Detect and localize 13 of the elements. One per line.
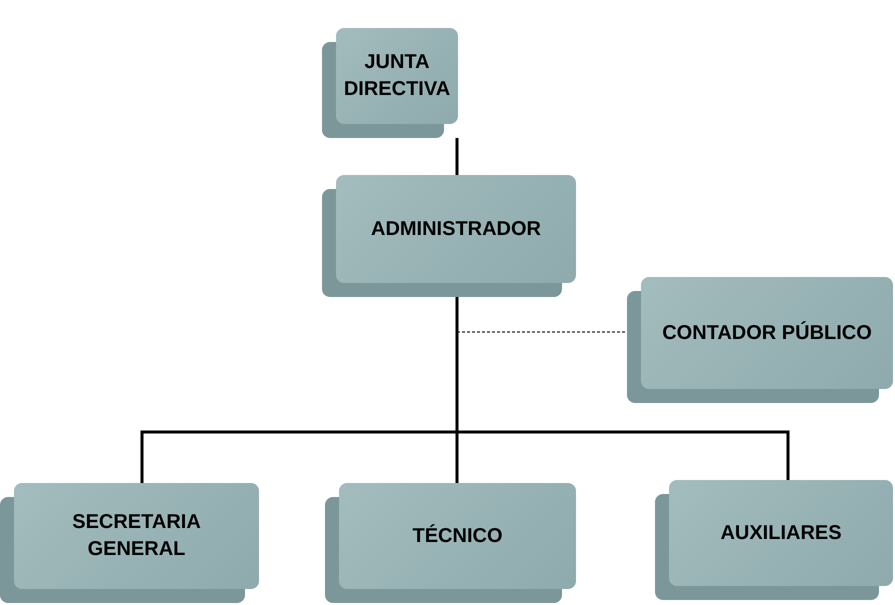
box-label: TÉCNICO (412, 523, 504, 548)
org-box (322, 28, 458, 138)
org-box (0, 483, 259, 603)
box-label: ADMINISTRADOR (370, 216, 542, 242)
box-label: AUXILIARES (719, 520, 843, 546)
connector-line (456, 138, 458, 175)
box-label: JUNTA DIRECTIVA (342, 50, 452, 102)
box-label: CONTADOR PÚBLICO (661, 320, 873, 346)
org-box (655, 480, 893, 600)
org-box (627, 277, 893, 403)
box-label: SECRETARIA GENERAL (71, 510, 202, 562)
org-box (325, 483, 576, 603)
org-box (322, 175, 576, 297)
